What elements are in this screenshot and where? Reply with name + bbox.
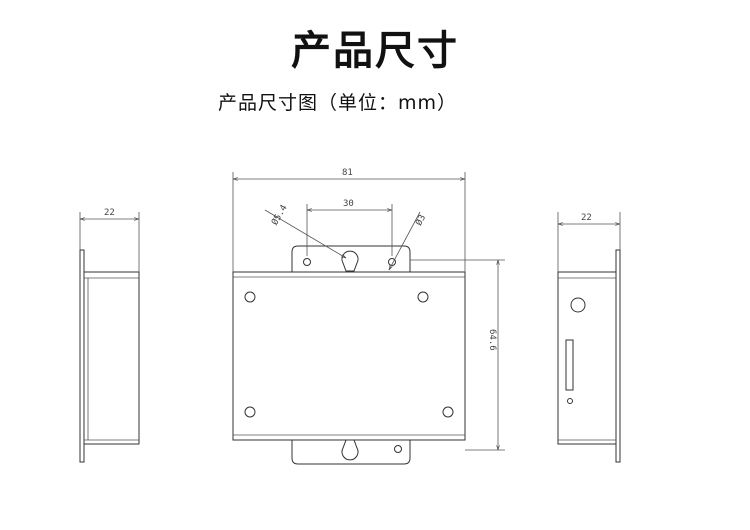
left-side-view: 22	[79, 208, 140, 463]
big-hole-label: Ø5.4	[269, 203, 289, 227]
left-width-label: 22	[104, 208, 115, 218]
body-hole-br	[442, 406, 454, 418]
top-keyhole	[341, 250, 359, 272]
front-body	[232, 271, 466, 441]
front-view: 81 30 Ø5.4 Ø3 64.6	[232, 168, 505, 465]
bottom-tab-hole	[394, 445, 402, 453]
left-body	[83, 271, 140, 445]
top-tab-hole-left	[303, 258, 311, 266]
indicator-led	[567, 398, 573, 404]
bottom-mounting-tab	[291, 440, 411, 465]
card-slot	[565, 339, 574, 391]
right-side-view: 22	[557, 212, 621, 463]
page-title: 产品尺寸	[291, 28, 459, 74]
body-hole-bl	[244, 406, 256, 418]
power-jack	[570, 297, 586, 313]
right-width-label: 22	[581, 213, 592, 223]
body-hole-tl	[244, 291, 256, 303]
hole-spacing-label: 30	[343, 199, 354, 209]
small-hole-leader	[389, 211, 421, 270]
body-hole-tr	[417, 291, 429, 303]
small-hole-label: Ø3	[413, 213, 428, 228]
front-width-label: 81	[342, 168, 353, 178]
page-subtitle: 产品尺寸图（单位：mm）	[218, 92, 458, 114]
right-flange	[615, 249, 621, 463]
bottom-keyhole	[341, 439, 359, 461]
front-height-label: 64.6	[487, 329, 497, 351]
big-hole-leader	[264, 209, 346, 258]
left-flange	[79, 249, 85, 463]
top-mounting-tab	[291, 245, 411, 272]
